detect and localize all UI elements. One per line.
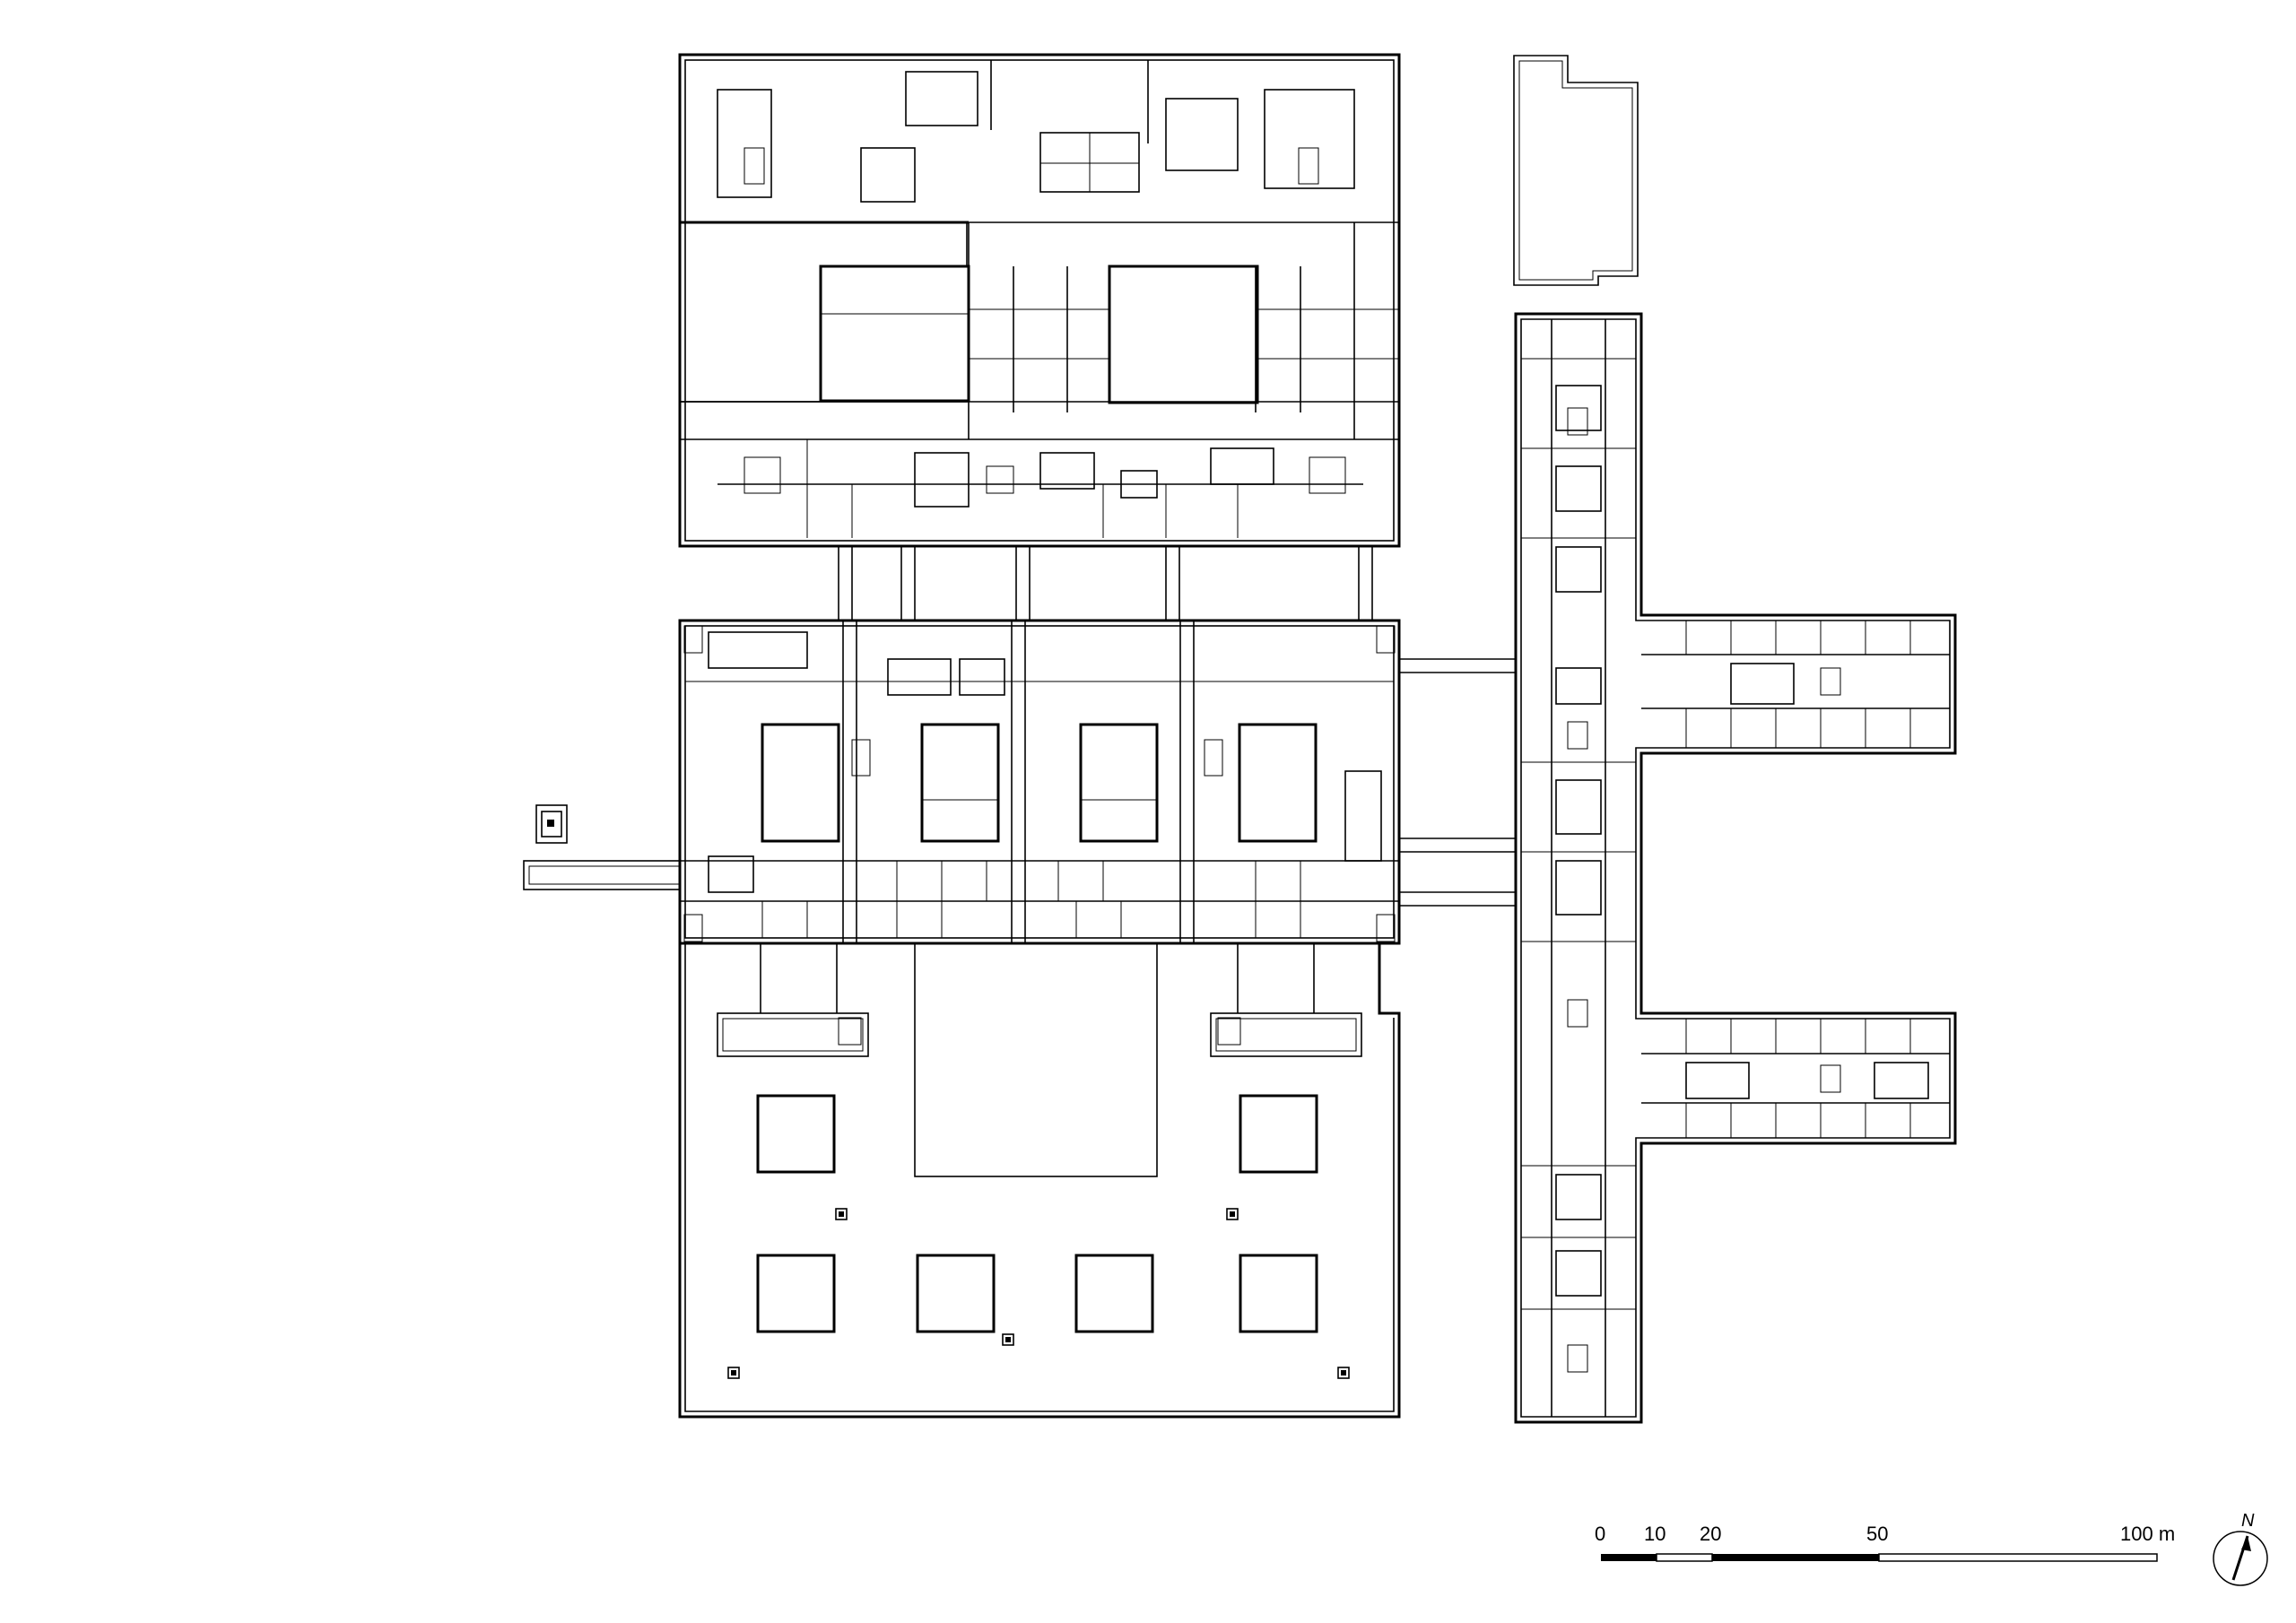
- scale-label-0: 0: [1595, 1523, 1606, 1545]
- scale-bar: [1601, 1553, 2158, 1562]
- east-ward: [1513, 55, 1957, 1424]
- west-annex: [523, 804, 681, 890]
- scale-segment-50-100: [1878, 1553, 2158, 1562]
- bridge-middle-east: [1399, 658, 1516, 907]
- scale-label-20: 20: [1700, 1523, 1722, 1545]
- scale-label-10: 10: [1644, 1523, 1666, 1545]
- bridge-north-middle: [838, 546, 1373, 621]
- scale-segment-20-50: [1712, 1554, 1879, 1561]
- north-arrow-label: N: [2241, 1511, 2255, 1531]
- north-block: [678, 53, 1401, 548]
- scale-segment-10-20: [1656, 1553, 1713, 1562]
- middle-block: [678, 619, 1401, 945]
- scale-segment-0-10: [1601, 1554, 1657, 1561]
- north-arrow-icon: [2213, 1531, 2268, 1586]
- south-plaza: [678, 942, 1401, 1419]
- scale-label-100m: 100 m: [2120, 1523, 2176, 1545]
- scale-label-50: 50: [1866, 1523, 1889, 1545]
